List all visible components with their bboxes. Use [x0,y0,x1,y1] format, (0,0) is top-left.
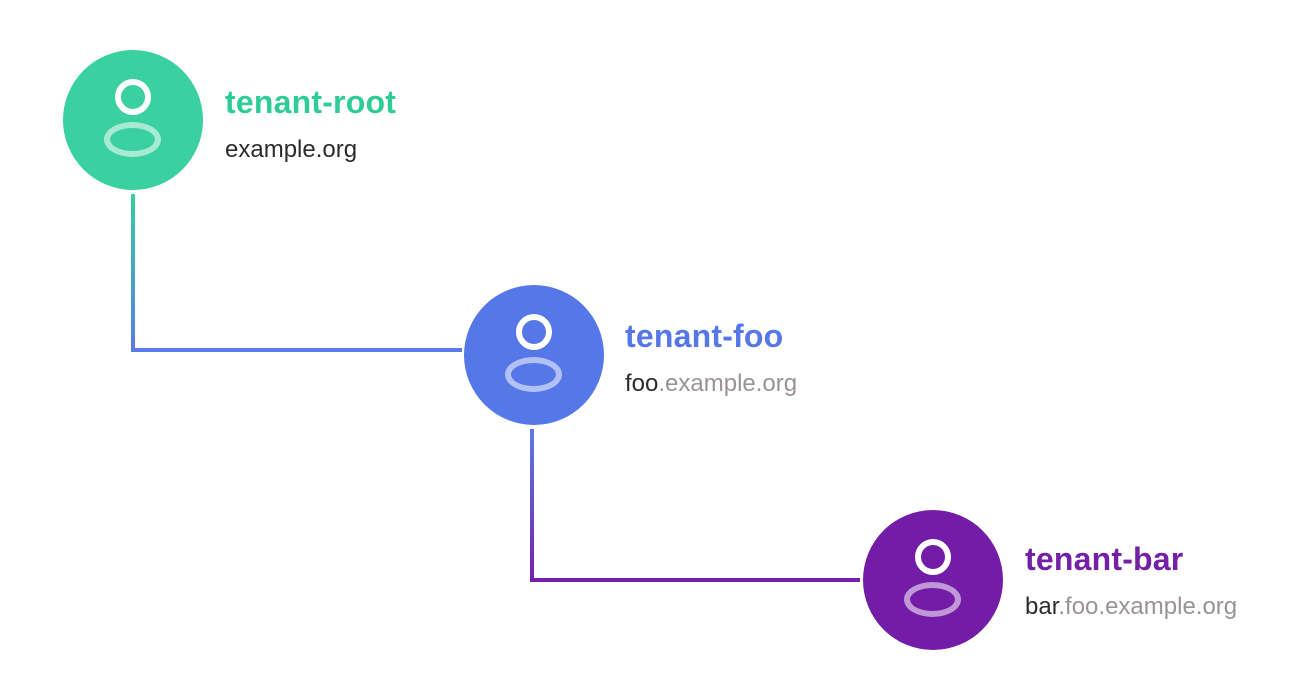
connector-vertical-segment [131,194,135,352]
domain-highlight: bar [1025,593,1059,620]
tenant-root-avatar [63,50,203,190]
tenant-foo-avatar [464,285,604,425]
domain-highlight: foo [625,370,659,397]
connector-horizontal-segment [530,578,860,582]
connector-horizontal-segment [131,348,462,352]
tenant-name: tenant-root [225,84,397,120]
tenant-name: tenant-foo [625,318,784,354]
tenant-bar-node: tenant-bar bar.foo.example.org [1025,543,1237,619]
tenant-foo-node: tenant-foo foo.example.org [625,320,797,396]
connector-vertical-segment [530,429,534,582]
domain-highlight: example.org [225,136,358,163]
tenant-root-node: tenant-root example.org [225,86,396,162]
tenant-domain: example.org [225,138,396,162]
domain-suffix: .example.org [658,370,798,397]
tenant-domain: foo.example.org [625,372,797,396]
tenant-name: tenant-bar [1025,541,1184,577]
tenant-domain: bar.foo.example.org [1025,595,1237,619]
domain-suffix: .foo.example.org [1058,593,1238,620]
tenant-bar-avatar [863,510,1003,650]
